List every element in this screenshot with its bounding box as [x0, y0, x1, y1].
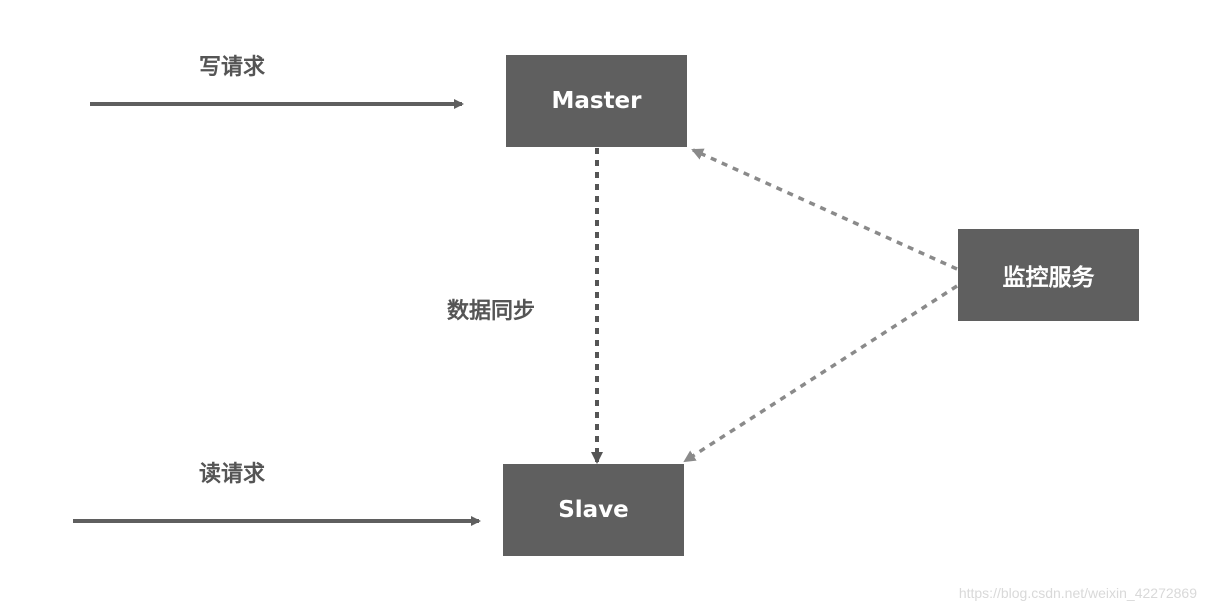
master-node[interactable]: Master [506, 55, 687, 147]
slave-node[interactable]: Slave [503, 464, 684, 556]
monitor-to-slave-arrow [683, 284, 958, 463]
watermark-url: https://blog.csdn.net/weixin_42272869 [958, 585, 1197, 601]
monitor-service-node[interactable]: 监控服务 [958, 229, 1139, 321]
monitor-service-label: 监控服务 [1002, 265, 1095, 291]
read-request-label: 读请求 [199, 462, 266, 487]
master-node-label: Master [551, 88, 642, 114]
data-sync-label: 数据同步 [447, 299, 536, 324]
slave-node-label: Slave [558, 497, 629, 523]
monitor-to-master-arrow [691, 148, 958, 271]
write-request-label: 写请求 [199, 55, 266, 80]
